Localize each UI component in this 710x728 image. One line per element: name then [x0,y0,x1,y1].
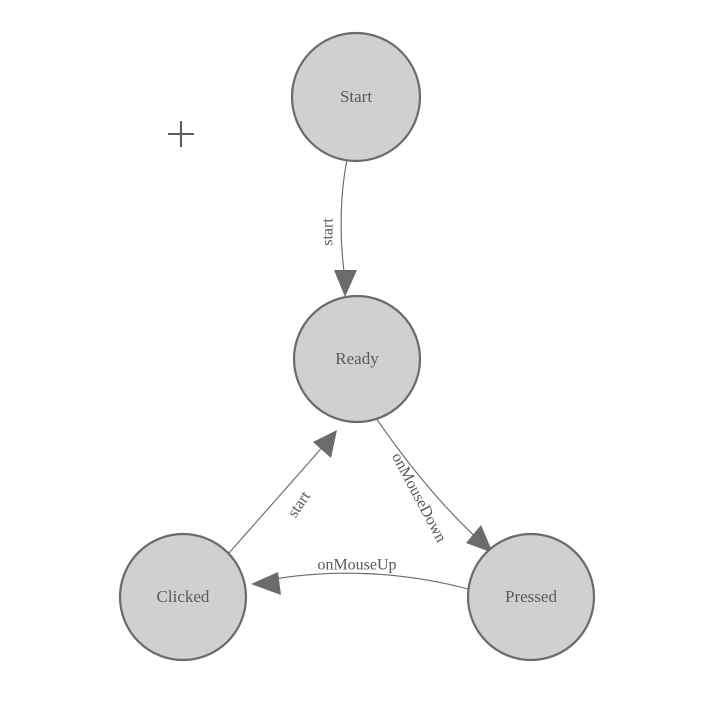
node-clicked-circle[interactable] [118,532,248,662]
edge-clicked-to-ready[interactable] [228,430,337,554]
node-ready-label: Ready [335,349,379,368]
node-clicked-label: Clicked [157,587,210,606]
node-start[interactable]: Start [290,31,422,163]
edge-ready-to-pressed-arrowhead [466,525,493,553]
edge-ready-to-pressed-path[interactable] [375,417,481,542]
edge-label-clicked-to-ready: start [285,488,315,521]
edge-pressed-to-clicked-arrowhead [251,572,281,595]
edge-ready-to-pressed[interactable] [375,417,493,553]
node-ready[interactable]: Ready [292,294,422,424]
node-pressed-label: Pressed [505,587,557,606]
edge-label-start-to-ready: start [320,218,337,246]
edge-clicked-to-ready-arrowhead [313,430,337,458]
node-pressed[interactable]: Pressed [466,532,596,662]
node-pressed-circle[interactable] [466,532,596,662]
edge-label-pressed-to-clicked: onMouseUp [317,557,396,574]
node-start-label: Start [340,87,372,106]
node-ready-circle[interactable] [292,294,422,424]
node-start-circle[interactable] [290,31,422,163]
edge-start-to-ready[interactable] [334,159,357,297]
edge-pressed-to-clicked[interactable] [251,572,469,595]
edge-clicked-to-ready-path[interactable] [228,443,326,554]
edge-pressed-to-clicked-path[interactable] [268,572,469,590]
edge-start-to-ready-path[interactable] [340,159,348,280]
node-clicked[interactable]: Clicked [118,532,248,662]
edge-label-ready-to-pressed: onMouseDown [388,450,449,545]
crosshair-icon [168,121,194,147]
edge-start-to-ready-arrowhead [334,270,357,297]
